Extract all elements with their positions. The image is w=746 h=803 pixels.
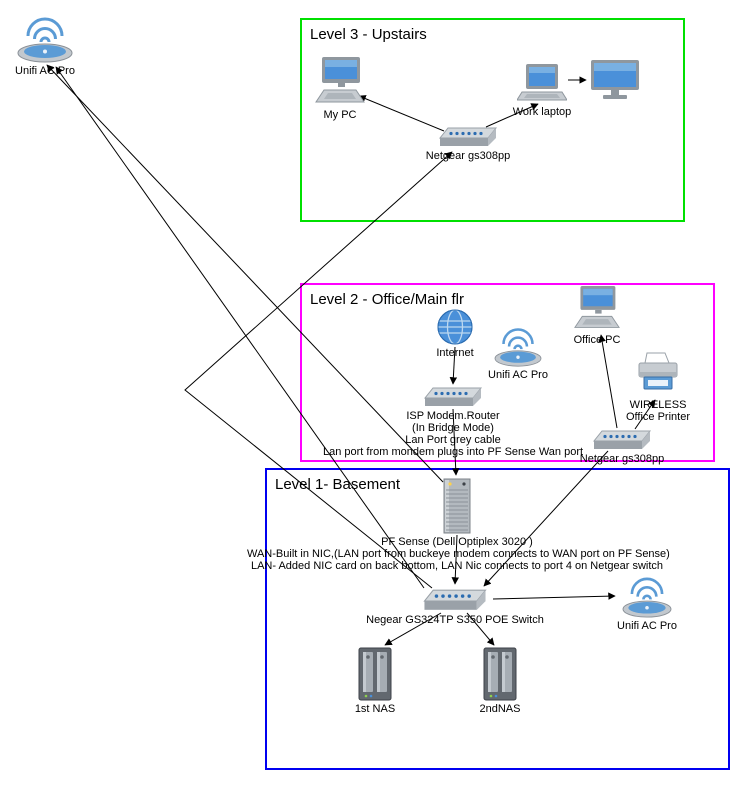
node-nas1[interactable]: 1st NAS bbox=[340, 647, 410, 715]
node-office-pc[interactable]: Office PC bbox=[567, 286, 627, 346]
group-level2-title: Level 2 - Office/Main flr bbox=[310, 291, 464, 308]
node-nas2[interactable]: 2ndNAS bbox=[465, 647, 535, 715]
node-isp-modem-label-line3: Lan Port grey cable bbox=[405, 434, 501, 446]
node-nas1-label: 1st NAS bbox=[354, 703, 396, 715]
node-l3-switch-label: Netgear gs308pp bbox=[425, 150, 511, 162]
node-pfsense-note2: LAN- Added NIC card on back bottom, LAN … bbox=[250, 560, 664, 572]
node-l2-switch-label: Netgear gs308pp bbox=[579, 453, 665, 465]
group-level3-title: Level 3 - Upstairs bbox=[310, 26, 427, 43]
node-ap-basement-label: Unifi AC Pro bbox=[617, 620, 677, 632]
node-nas2-label: 2ndNAS bbox=[479, 703, 521, 715]
poe-switch-icon bbox=[419, 588, 491, 612]
desktop-pc-icon bbox=[573, 286, 621, 332]
node-l3-switch[interactable]: Netgear gs308pp bbox=[418, 126, 518, 162]
internet-globe-icon bbox=[437, 309, 473, 345]
server-tower-icon bbox=[443, 478, 471, 534]
node-internet[interactable]: Internet bbox=[420, 309, 490, 359]
desktop-pc-icon bbox=[314, 57, 366, 107]
node-pfsense-label: PF Sense (Dell Optiplex 3020 ) bbox=[381, 536, 533, 548]
node-printer[interactable]: WIRELESS Office Printer bbox=[623, 351, 693, 423]
nas-icon bbox=[483, 647, 517, 701]
node-internet-label: Internet bbox=[436, 347, 474, 359]
network-switch-icon bbox=[438, 126, 498, 148]
node-my-pc-label: My PC bbox=[323, 109, 357, 121]
node-ap-basement[interactable]: Unifi AC Pro bbox=[612, 570, 682, 632]
node-printer-label-line1: WIRELESS bbox=[629, 399, 687, 411]
node-isp-modem-label-line2: (In Bridge Mode) bbox=[412, 422, 494, 434]
node-isp-modem[interactable]: ISP Modem.Router (In Bridge Mode) Lan Po… bbox=[323, 386, 583, 458]
node-ap-attic-label: Unifi AC Pro bbox=[15, 65, 75, 77]
printer-icon bbox=[635, 351, 681, 397]
network-switch-icon bbox=[592, 429, 652, 451]
node-ap-attic[interactable]: Unifi AC Pro bbox=[10, 9, 80, 77]
node-isp-modem-label-line4: Lan port from mondem plugs into PF Sense… bbox=[323, 446, 584, 458]
node-my-pc[interactable]: My PC bbox=[305, 57, 375, 121]
node-work-laptop-label: Work laptop bbox=[512, 106, 572, 118]
node-isp-modem-label-line1: ISP Modem.Router bbox=[406, 410, 500, 422]
node-ap-office-label: Unifi AC Pro bbox=[488, 369, 548, 381]
modem-router-icon bbox=[423, 386, 483, 408]
node-work-laptop[interactable]: Work laptop bbox=[507, 64, 577, 118]
wireless-ap-icon bbox=[619, 570, 675, 618]
node-poe-switch[interactable]: Negear GS324TP S350 POE Switch bbox=[355, 588, 555, 626]
node-ap-office[interactable]: Unifi AC Pro bbox=[483, 321, 553, 381]
node-pfsense[interactable]: PF Sense (Dell Optiplex 3020 ) WAN-Built… bbox=[247, 478, 670, 572]
wireless-ap-icon bbox=[15, 9, 75, 63]
node-poe-switch-label: Negear GS324TP S350 POE Switch bbox=[366, 614, 544, 626]
laptop-icon bbox=[517, 64, 567, 104]
node-external-monitor[interactable] bbox=[589, 60, 641, 102]
node-pfsense-note1: WAN-Built in NIC,(LAN port from buckeye … bbox=[247, 548, 670, 560]
monitor-icon bbox=[589, 60, 641, 102]
node-office-pc-label: Office PC bbox=[573, 334, 621, 346]
nas-icon bbox=[358, 647, 392, 701]
node-l2-switch[interactable]: Netgear gs308pp bbox=[572, 429, 672, 465]
node-printer-label-line2: Office Printer bbox=[626, 411, 690, 423]
wireless-ap-icon bbox=[492, 321, 544, 367]
